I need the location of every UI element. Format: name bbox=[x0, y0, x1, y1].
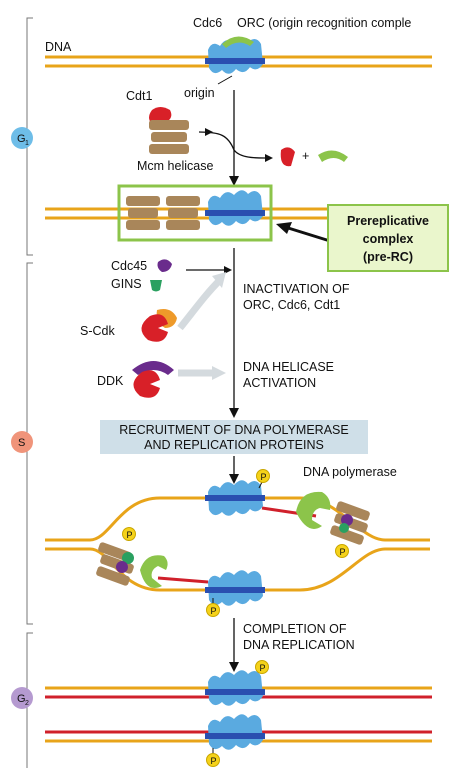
helicase-right bbox=[330, 501, 370, 545]
plus-sign: + bbox=[302, 149, 309, 163]
inactivation-line2: ORC, Cdc6, Cdt1 bbox=[243, 298, 340, 312]
recruitment-line1: RECRUITMENT OF DNA POLYMERASE bbox=[119, 423, 348, 437]
origin-label: origin bbox=[184, 86, 215, 100]
dna-polymerase-right bbox=[296, 491, 331, 529]
cdc6-label: Cdc6 bbox=[193, 16, 222, 30]
cdc6-protein-1 bbox=[222, 36, 254, 48]
mcm-double-hexamer bbox=[126, 196, 200, 230]
mcm-helicase-1 bbox=[149, 120, 189, 154]
dna-label: DNA bbox=[45, 40, 72, 54]
svg-text:P: P bbox=[260, 663, 266, 673]
prerc-line2: complex bbox=[363, 232, 414, 246]
phase-g2-badge: G 2 bbox=[11, 687, 33, 709]
svg-text:P: P bbox=[211, 756, 217, 766]
new-strand-bottom bbox=[157, 576, 209, 584]
svg-text:G: G bbox=[17, 693, 26, 705]
ddk-kinase bbox=[132, 361, 174, 398]
phospho-5: P bbox=[255, 660, 269, 674]
cdc45-protein bbox=[157, 259, 172, 272]
svg-text:S: S bbox=[18, 437, 25, 449]
cdt1-label: Cdt1 bbox=[126, 89, 152, 103]
orc-complex-2 bbox=[205, 190, 265, 226]
svg-text:2: 2 bbox=[25, 700, 29, 707]
prerc-line3: (pre-RC) bbox=[363, 250, 413, 264]
orc-daughter-2 bbox=[205, 714, 265, 750]
mcm-label: Mcm helicase bbox=[137, 159, 213, 173]
dna-polymerase-left bbox=[140, 555, 168, 588]
prerc-highlight-box bbox=[117, 184, 273, 242]
scdk-kinase bbox=[141, 309, 177, 342]
svg-text:G: G bbox=[17, 133, 26, 145]
gins-label: GINS bbox=[111, 277, 142, 291]
helicase-activation-line2: ACTIVATION bbox=[243, 376, 316, 390]
ddk-label: DDK bbox=[97, 374, 124, 388]
phospho-6: P bbox=[206, 748, 220, 767]
recruitment-line2: AND REPLICATION PROTEINS bbox=[144, 438, 324, 452]
orc-bubble-bottom bbox=[205, 570, 265, 606]
scdk-activation-arrow bbox=[177, 277, 223, 331]
phospho-1: P bbox=[256, 469, 270, 489]
completion-line1: COMPLETION OF bbox=[243, 622, 347, 636]
cdt1-protein bbox=[149, 107, 172, 124]
svg-text:P: P bbox=[211, 606, 217, 616]
orc-label: ORC (origin recognition comple bbox=[237, 16, 411, 30]
prerc-callout: Prereplicative complex (pre-RC) bbox=[327, 204, 449, 272]
helicase-activation-line1: DNA HELICASE bbox=[243, 360, 334, 374]
released-cdt1 bbox=[280, 147, 295, 167]
cdc45-label: Cdc45 bbox=[111, 259, 147, 273]
completion-line2: DNA REPLICATION bbox=[243, 638, 355, 652]
svg-text:P: P bbox=[340, 547, 346, 557]
inactivation-line1: INACTIVATION OF bbox=[243, 282, 350, 296]
scdk-label: S-Cdk bbox=[80, 324, 115, 338]
orc-complex-1 bbox=[205, 38, 265, 74]
phase-s-badge: S bbox=[11, 431, 33, 453]
phospho-3: P bbox=[122, 527, 136, 541]
gins-protein bbox=[150, 280, 162, 292]
prerc-line1: Prereplicative bbox=[347, 214, 429, 228]
dna-polymerase-label: DNA polymerase bbox=[303, 465, 397, 479]
svg-text:P: P bbox=[127, 530, 133, 540]
svg-text:1: 1 bbox=[25, 140, 29, 147]
helicase-left bbox=[96, 542, 134, 586]
phase-g1-badge: G 1 bbox=[11, 127, 33, 149]
released-cdc6 bbox=[318, 150, 348, 162]
svg-text:P: P bbox=[261, 472, 267, 482]
phospho-4: P bbox=[206, 598, 220, 617]
orc-daughter-1 bbox=[205, 670, 265, 706]
phospho-2: P bbox=[335, 544, 349, 558]
main-arrow-1 bbox=[198, 90, 266, 178]
orc-bubble-top bbox=[205, 480, 265, 516]
recruitment-box: RECRUITMENT OF DNA POLYMERASE AND REPLIC… bbox=[100, 420, 368, 454]
